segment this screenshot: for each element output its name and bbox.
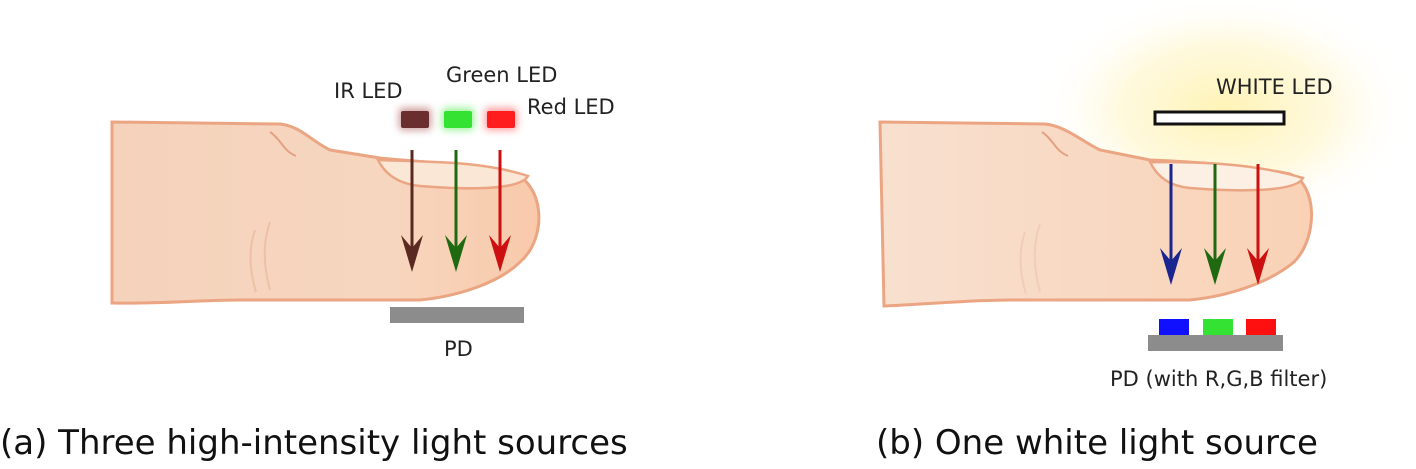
- ir-led-icon: [401, 111, 429, 128]
- blue-arrow-b: [1160, 164, 1182, 285]
- panel-b: WHITE LED PD (with R,G,B filter) (b) One…: [876, 0, 1415, 463]
- pd-label-a: PD: [444, 337, 473, 361]
- green-filter-icon: [1203, 319, 1233, 335]
- green-led-icon: [444, 111, 472, 128]
- red-led-label: Red LED: [527, 95, 615, 119]
- red-arrow-b: [1247, 164, 1269, 285]
- red-arrow-a: [489, 150, 511, 272]
- green-arrow-a: [445, 150, 467, 272]
- caption-a: (a) Three high-intensity light sources: [0, 423, 628, 463]
- red-filter-icon: [1246, 319, 1276, 335]
- blue-filter-icon: [1159, 319, 1189, 335]
- panel-a: IR LED Green LED Red LED PD (a) Three hi…: [0, 63, 628, 463]
- white-led-label: WHITE LED: [1216, 75, 1333, 99]
- photodiode-rgb-icon: [1148, 335, 1283, 351]
- finger-a-icon: [110, 120, 541, 305]
- ir-led-label: IR LED: [334, 79, 403, 103]
- green-arrow-b: [1204, 164, 1226, 285]
- green-led-label: Green LED: [446, 63, 557, 87]
- pd-label-b: PD (with R,G,B filter): [1110, 367, 1327, 391]
- red-led-icon: [487, 111, 515, 128]
- finger-b-icon: [878, 120, 1313, 308]
- caption-b: (b) One white light source: [876, 423, 1318, 463]
- photodiode-icon: [390, 307, 524, 323]
- ir-arrow: [401, 150, 423, 272]
- white-led-icon: [1153, 110, 1286, 126]
